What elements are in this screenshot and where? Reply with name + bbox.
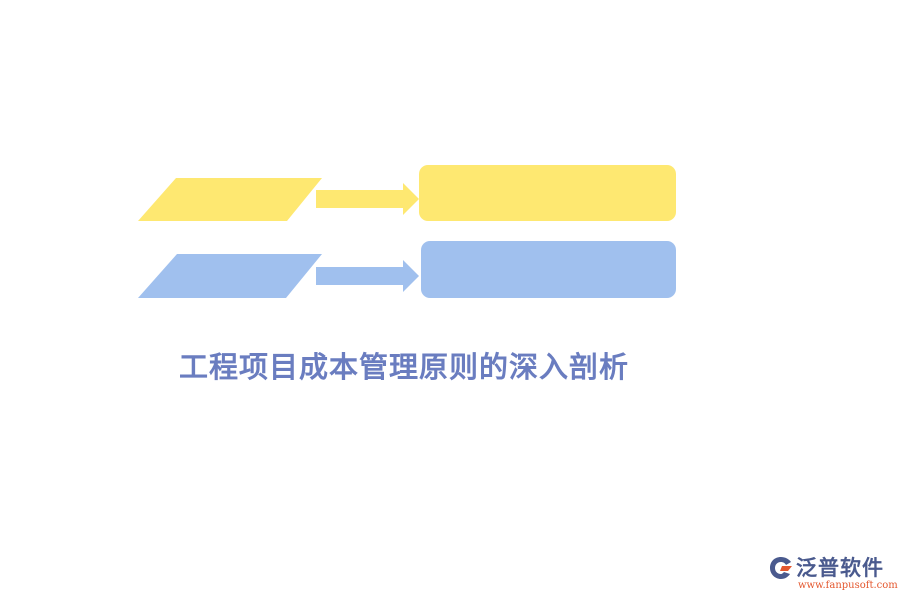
logo-url: www.fanpusoft.com: [798, 580, 898, 591]
blue-arrow: [316, 260, 419, 292]
blue-parallelogram: [138, 254, 322, 298]
diagram-title: 工程项目成本管理原则的深入剖析: [178, 350, 629, 384]
yellow-parallelogram: [138, 178, 322, 221]
logo-mark-icon: [770, 557, 792, 579]
brand-logo: 泛普软件 www.fanpusoft.com: [768, 550, 898, 594]
blue-box: [421, 241, 676, 298]
yellow-arrow: [316, 183, 419, 215]
logo-name: 泛普软件: [796, 556, 884, 580]
yellow-box: [419, 165, 676, 221]
